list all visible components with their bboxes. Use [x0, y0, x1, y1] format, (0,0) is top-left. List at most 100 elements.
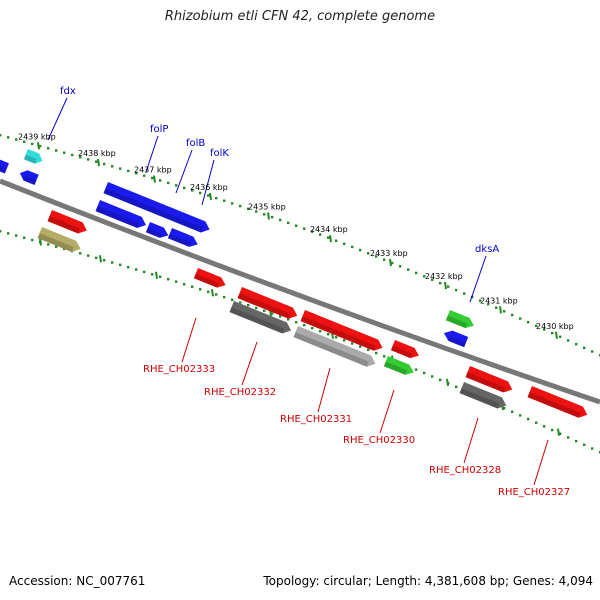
gene-feature-olive[interactable]	[37, 227, 83, 255]
gene-feature-blue[interactable]	[0, 158, 9, 174]
gene-label-rhe_ch02332[interactable]: RHE_CH02332	[204, 387, 276, 398]
gene-label-fdx[interactable]: fdx	[60, 86, 76, 97]
upper-tick-dot	[583, 346, 586, 350]
gene-feature-blue[interactable]	[18, 168, 39, 185]
gene-label-folk[interactable]: folK	[210, 148, 229, 159]
upper-tick-dot	[527, 320, 530, 324]
upper-tick-dot	[39, 144, 42, 148]
major-tick-upper	[209, 192, 212, 201]
upper-tick-dot	[439, 281, 442, 285]
gene-feature-folb[interactable]	[145, 222, 171, 240]
gene-feature-folp[interactable]	[103, 182, 212, 235]
upper-tick-dot	[191, 189, 194, 192]
lower-tick-dot	[511, 410, 514, 413]
lower-tick-dot	[231, 298, 234, 301]
lower-tick-dot	[151, 273, 154, 276]
gene-feature-green[interactable]	[445, 310, 476, 331]
major-tick-upper	[389, 258, 392, 267]
leader-line	[47, 97, 68, 141]
lower-tick-dot	[31, 238, 34, 242]
lower-tick-dot	[15, 234, 18, 237]
leader-line	[463, 417, 479, 464]
accession-text: Accession: NC_007761	[9, 574, 146, 588]
lower-tick-dot	[383, 355, 386, 358]
lower-tick-dot	[263, 309, 266, 312]
gene-label-rhe_ch02330[interactable]: RHE_CH02330	[343, 435, 415, 446]
upper-tick-dot	[183, 186, 186, 190]
gene-feature-ch02328[interactable]	[465, 366, 515, 395]
gene-feature-folk[interactable]	[167, 228, 200, 249]
major-tick-lower	[446, 378, 449, 386]
upper-tick-dot	[319, 233, 322, 236]
lower-tick-dot	[591, 447, 594, 450]
major-tick-upper	[267, 212, 270, 220]
tick-label: 2431 kbp	[480, 296, 518, 305]
upper-tick-dot	[0, 134, 2, 137]
major-tick-lower	[557, 428, 560, 436]
lower-tick-dot	[303, 323, 306, 327]
gene-feature-gray[interactable]	[229, 301, 294, 336]
lower-tick-dot	[575, 439, 578, 443]
gene-label-rhe_ch02331[interactable]: RHE_CH02331	[280, 414, 352, 425]
lower-tick-dot	[327, 333, 330, 336]
tick-label: 2436 kbp	[190, 183, 228, 192]
upper-tick-dot	[567, 339, 570, 342]
lower-tick-dot	[319, 329, 322, 333]
genome-summary-text: Topology: circular; Length: 4,381,608 bp…	[263, 574, 593, 588]
gene-feature-ch02327[interactable]	[527, 386, 590, 420]
gene-feature-green[interactable]	[383, 356, 416, 377]
upper-tick-dot	[511, 313, 514, 317]
feature-track	[0, 149, 590, 420]
gene-label-rhe_ch02328[interactable]: RHE_CH02328	[429, 465, 501, 476]
major-tick-upper	[329, 235, 332, 243]
gene-feature-ch02333[interactable]	[193, 268, 228, 290]
gene-label-folb[interactable]: folB	[186, 138, 205, 149]
lower-tick-dot	[583, 443, 586, 447]
leader-line	[181, 317, 197, 363]
gene-feature-blue[interactable]	[95, 200, 149, 231]
gene-feature-ch02332[interactable]	[237, 287, 300, 321]
upper-tick-dot	[271, 215, 274, 219]
lower-tick-dot	[343, 339, 346, 342]
lower-tick-dot	[167, 278, 170, 281]
upper-tick-dot	[487, 302, 490, 306]
upper-tick-dot	[591, 350, 594, 353]
leader-line	[469, 255, 487, 303]
lower-tick-dot	[415, 368, 418, 371]
upper-tick-dot	[287, 221, 290, 225]
upper-tick-dot	[335, 239, 338, 242]
gene-labels: fdx folP folB folK dksA RHE_CH02333RHE_CH0233…	[60, 86, 570, 498]
gene-feature-ch02330[interactable]	[390, 340, 421, 361]
leader-line	[145, 135, 159, 173]
upper-tick-dot	[199, 191, 202, 195]
lower-tick-dot	[183, 282, 186, 286]
map-title: Rhizobium etli CFN 42, complete genome	[164, 9, 436, 24]
major-tick-upper	[97, 158, 100, 167]
upper-tick-dot	[151, 176, 154, 180]
major-tick-lower	[39, 238, 42, 246]
upper-tick-dot	[375, 255, 378, 258]
upper-tick-dot	[175, 184, 178, 187]
upper-tick-dot	[87, 158, 90, 161]
gene-feature-gray[interactable]	[459, 382, 509, 411]
gene-label-rhe_ch02327[interactable]: RHE_CH02327	[498, 487, 570, 498]
upper-tick-dot	[7, 136, 10, 139]
gene-label-dksa[interactable]: dksA	[475, 244, 499, 255]
lower-tick-dot	[223, 295, 226, 299]
major-tick-lower	[99, 255, 102, 263]
major-tick-upper	[444, 281, 447, 290]
upper-tick-dot	[367, 252, 370, 255]
gene-feature-ch02331[interactable]	[300, 310, 385, 353]
gene-feature-fdx[interactable]	[23, 149, 45, 166]
upper-tick-dot	[223, 199, 226, 202]
leader-line	[175, 149, 193, 194]
gene-label-rhe_ch02333[interactable]: RHE_CH02333	[143, 364, 215, 375]
upper-tick-dot	[559, 335, 562, 338]
tick-label: 2432 kbp	[425, 272, 463, 281]
gene-feature-dksa[interactable]	[442, 328, 469, 348]
upper-tick-dot	[79, 156, 82, 159]
gene-feature-red[interactable]	[47, 210, 90, 236]
gene-feature-lightgray[interactable]	[293, 326, 378, 369]
gene-label-folp[interactable]: folP	[150, 124, 168, 135]
